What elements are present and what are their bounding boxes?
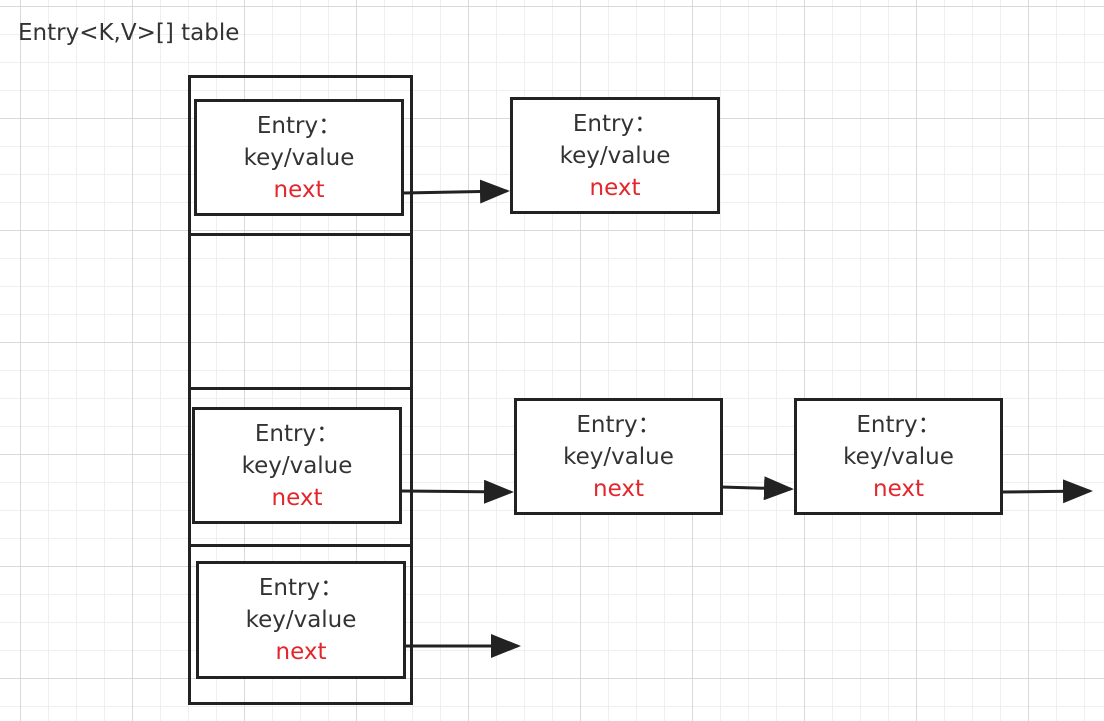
bucket-divider	[188, 387, 413, 390]
bucket-divider	[188, 544, 413, 547]
entry-next: next	[275, 639, 327, 665]
entry-next: next	[273, 176, 325, 203]
entry-label: Entry：	[258, 575, 344, 601]
entry-next: next	[589, 174, 641, 201]
entry-node: Entry： key/value next	[794, 398, 1003, 515]
entry-node: Entry： key/value next	[194, 99, 404, 216]
entry-key-value: key/value	[243, 144, 355, 171]
arrow-bucket2-to-entry	[401, 479, 514, 504]
entry-key-value: key/value	[241, 452, 353, 479]
entry-label: Entry：	[256, 112, 342, 139]
entry-key-value: key/value	[559, 142, 671, 169]
entry-key-value: key/value	[245, 607, 357, 633]
entry-node: Entry： key/value next	[510, 97, 720, 214]
entry-next: next	[873, 475, 924, 502]
table-array	[188, 75, 413, 705]
entry-node: Entry： key/value next	[196, 561, 406, 679]
entry-node: Entry： key/value next	[514, 398, 723, 515]
entry-label: Entry：	[572, 110, 658, 137]
arrow-bucket0-to-entry	[403, 179, 510, 204]
entry-key-value: key/value	[563, 443, 674, 470]
arrow-entry-to-next	[1001, 479, 1093, 504]
entry-label: Entry：	[576, 411, 661, 438]
entry-label: Entry：	[856, 411, 941, 438]
entry-key-value: key/value	[843, 443, 954, 470]
entry-label: Entry：	[254, 420, 340, 447]
entry-next: next	[271, 484, 323, 511]
entry-node: Entry： key/value next	[192, 407, 402, 524]
entry-next: next	[593, 475, 644, 502]
diagram-title: Entry<K,V>[] table	[18, 20, 240, 46]
arrow-entry-to-entry	[720, 476, 794, 501]
bucket-divider	[188, 233, 413, 236]
